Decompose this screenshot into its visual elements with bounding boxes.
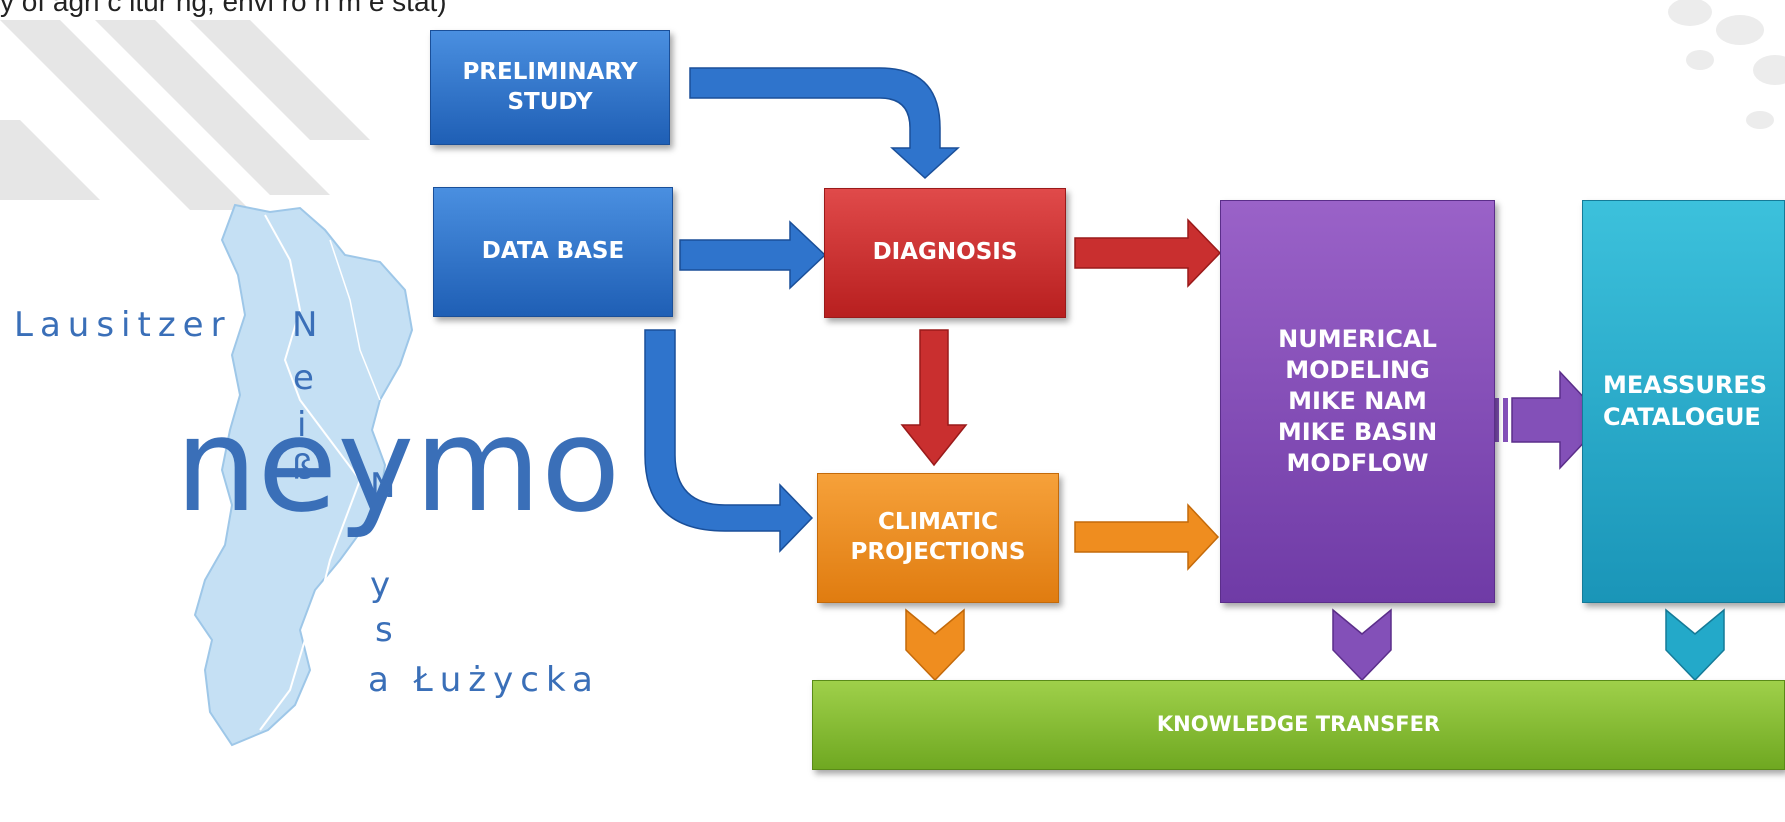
preliminary-study-box: PRELIMINARY STUDY xyxy=(430,30,670,145)
numerical-modeling-box: NUMERICAL MODELING MIKE NAM MIKE BASIN M… xyxy=(1220,200,1495,603)
river-line-2 xyxy=(329,239,381,401)
header-partial-text: y of agri c ltur ng, envi ro n m e stat) xyxy=(0,0,447,17)
arrow-diagnosis-to-climatic xyxy=(900,329,968,467)
diagonal-stripes xyxy=(0,20,370,210)
knowledge-transfer-box: KNOWLEDGE TRANSFER xyxy=(812,680,1785,770)
logo-neisse-letter-1: N xyxy=(292,305,318,345)
chevron-purple-down xyxy=(1332,608,1392,682)
arrow-climatic-to-modeling xyxy=(1074,503,1220,571)
data-base-box: DATA BASE xyxy=(433,187,673,317)
chevron-orange-down xyxy=(905,608,965,682)
corner-dots xyxy=(1668,0,1785,129)
measures-catalogue-box: MEASSURES CATALOGUE xyxy=(1582,200,1785,603)
logo-neisse-letter-2: e xyxy=(293,358,314,398)
logo-nysa-letter-1: N xyxy=(370,466,396,506)
diagnosis-box: DIAGNOSIS xyxy=(824,188,1066,318)
climatic-projections-box: CLIMATIC PROJECTIONS xyxy=(817,473,1059,603)
logo-nysa-letter-3: s xyxy=(375,610,393,650)
logo-lausitzer-label: Lausitzer xyxy=(14,305,232,345)
logo-nysa-letter-2: y xyxy=(370,565,391,605)
logo-neisse-letter-4: ß xyxy=(292,448,314,488)
river-line xyxy=(259,214,362,731)
chevron-teal-down xyxy=(1665,608,1725,682)
logo-luzycka-label: a Łużycka xyxy=(368,660,600,700)
arrow-database-to-diagnosis xyxy=(679,220,827,290)
arrow-diagnosis-to-modeling xyxy=(1074,218,1222,288)
arrow-database-to-climatic xyxy=(644,329,814,553)
logo-neisse-letter-3: i xyxy=(297,405,307,445)
neymo-logo: neymo xyxy=(175,389,621,541)
arrow-preliminary-to-diagnosis xyxy=(689,67,960,180)
